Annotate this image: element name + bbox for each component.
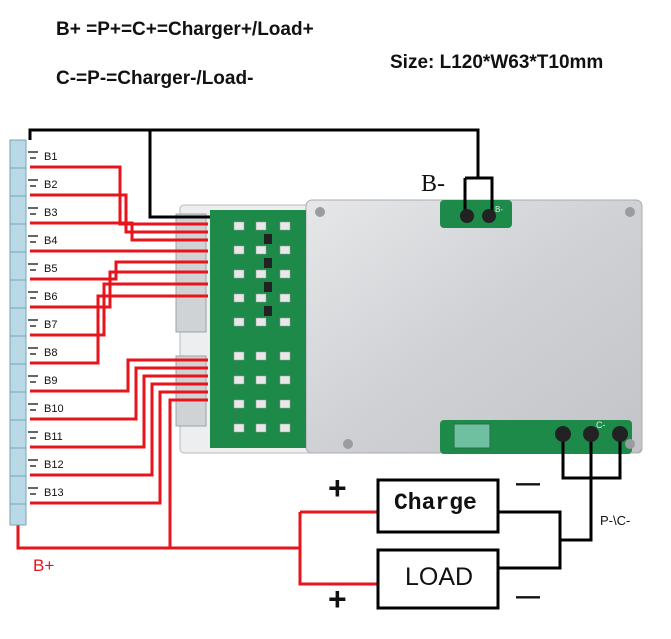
cell-label-b7: B7 — [44, 319, 58, 331]
b-minus-label: B- — [421, 171, 445, 197]
pad-c-minus-label: C- — [596, 420, 606, 430]
load-box — [376, 548, 500, 610]
screw-icon — [315, 207, 325, 217]
cell-label-b2: B2 — [44, 179, 58, 191]
pcb — [210, 210, 306, 448]
plus-sign-charge: + — [328, 470, 347, 506]
bms-board — [175, 199, 643, 454]
charge-box — [376, 478, 500, 534]
screw-icon — [625, 439, 635, 449]
cell-label-b5: B5 — [44, 263, 58, 275]
header-line-1: B+ =P+=C+=Charger+/Load+ — [56, 19, 314, 40]
cell-label-b9: B9 — [44, 375, 58, 387]
cell-label-b11: B11 — [44, 431, 63, 443]
screw-icon — [343, 439, 353, 449]
cell-label-b8: B8 — [44, 347, 58, 359]
charge-label: Charge — [394, 490, 477, 516]
minus-sign-charge: — — [516, 470, 540, 497]
pad-b-minus-label: B- — [495, 205, 503, 214]
header-line-2: C-=P-=Charger-/Load- — [56, 68, 254, 89]
b-plus-label: B+ — [33, 556, 55, 575]
minus-sign-load: — — [516, 583, 540, 610]
cell-label-b1: B1 — [44, 151, 58, 163]
p-c-minus-label: P-\C- — [600, 513, 631, 528]
aluminum-heatsink — [305, 199, 643, 454]
plus-sign-load: + — [328, 581, 347, 617]
size-label: Size: L120*W63*T10mm — [390, 52, 604, 73]
black-wires — [28, 128, 622, 570]
screw-icon — [625, 207, 635, 217]
cell-label-b10: B10 — [44, 403, 64, 415]
cell-label-b4: B4 — [44, 235, 58, 247]
load-label: LOAD — [405, 563, 474, 591]
balance-wires — [16, 165, 378, 586]
cell-label-b12: B12 — [44, 459, 64, 471]
terminals — [460, 209, 628, 442]
cell-label-b6: B6 — [44, 291, 58, 303]
cell-label-b13: B13 — [44, 487, 64, 499]
battery-stack — [9, 139, 38, 526]
b-minus-pad-area — [440, 200, 512, 228]
cell-label-b3: B3 — [44, 207, 58, 219]
